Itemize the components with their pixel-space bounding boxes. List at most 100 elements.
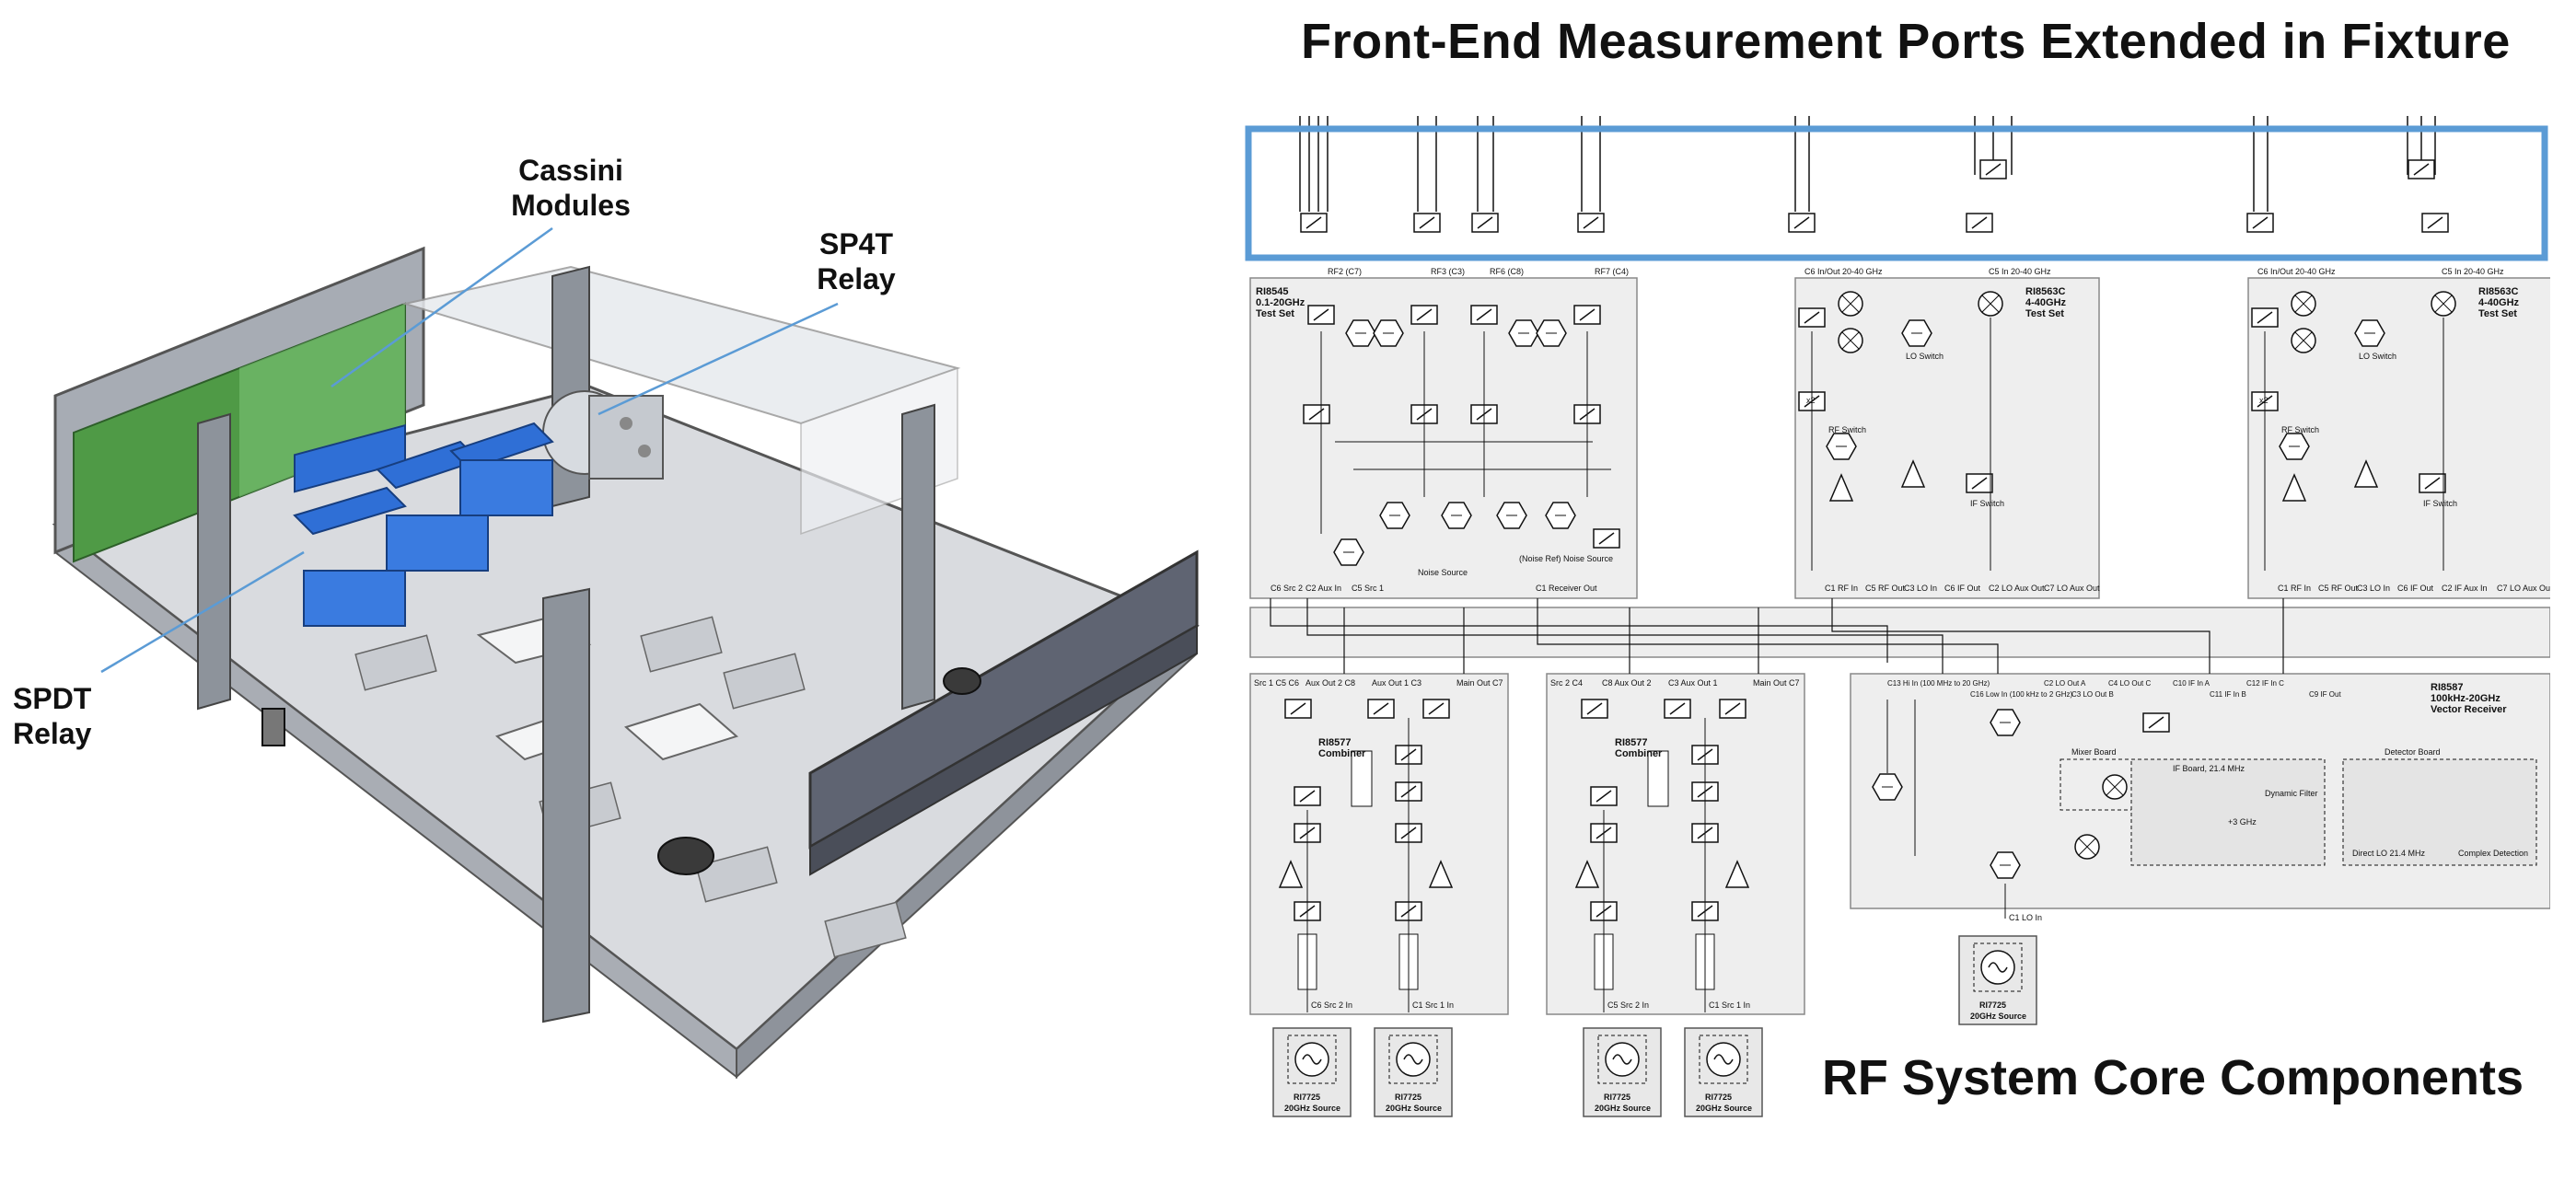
- ri8563c-a-bottom-label: C5 RF Out: [1865, 584, 1906, 593]
- ri8563c-b-bottom-label: C3 LO In: [2357, 584, 2390, 593]
- vector-receiver-misc: Complex Detection: [2458, 849, 2528, 858]
- ri8563c-b-port-label: C5 In 20-40 GHz: [2442, 267, 2504, 276]
- spdt-callout-line-1: SPDT: [13, 682, 92, 715]
- combiner-1-line: Combiner: [1318, 748, 1366, 759]
- ri8563c-a-bottom-label: C1 RF In: [1825, 584, 1858, 593]
- combiner-1-top-label: Aux Out 2 C8: [1305, 678, 1355, 688]
- block-rectangles: [1249, 277, 2550, 1015]
- ri8545-bottom-label: C5 Src 1: [1352, 584, 1384, 593]
- spdt-callout: SPDT Relay: [13, 681, 114, 751]
- source-2-line: 20GHz Source: [1386, 1104, 1442, 1113]
- ri8563c-b-internals: [2251, 291, 2456, 571]
- front-end-highlight-box: [1245, 125, 2548, 261]
- spdt-relay-models: [293, 422, 554, 627]
- vector-receiver-line-1: 100kHz-20GHz: [2431, 693, 2501, 704]
- vector-receiver-internals: [1872, 700, 2537, 919]
- ri8563c-a-bottom-label: C6 IF Out: [1944, 584, 1981, 593]
- vector-receiver-misc: +3 GHz: [2228, 817, 2257, 827]
- ri8563c-a-port-label: C5 In 20-40 GHz: [1989, 267, 2051, 276]
- combiner-1-top-label: Main Out C7: [1456, 678, 1503, 688]
- sp4t-callout-line-2: Relay: [817, 262, 896, 295]
- combiner-2-title: RI8577: [1615, 737, 1647, 748]
- vector-receiver-input: C4 LO Out C: [2108, 679, 2151, 688]
- ri8545-internals: [1303, 305, 1620, 566]
- vector-receiver-input: C9 IF Out: [2309, 690, 2341, 699]
- ri8563c-a-bottom-label: C7 LO Aux Out: [2044, 584, 2100, 593]
- ri8563c-a-internal: x2: [1806, 396, 1816, 405]
- ri8545-noise-label: (Noise Ref) Noise Source: [1519, 554, 1613, 563]
- combiner-1-title: RI8577: [1318, 737, 1351, 748]
- ri8563c-a-title: RI8563C: [2025, 286, 2065, 297]
- combiner-1-top-label: Src 1 C5 C6: [1254, 678, 1299, 688]
- ri8545-noise-label: Noise Source: [1418, 568, 1468, 577]
- vector-receiver-board: IF Board, 21.4 MHz: [2173, 764, 2245, 773]
- combiner-2-internals: [1575, 699, 1749, 1012]
- vector-receiver-misc: Dynamic Filter: [2265, 789, 2318, 798]
- combiner-2-top-label: C3 Aux Out 1: [1668, 678, 1718, 688]
- vector-receiver-input: C3 LO Out B: [2071, 690, 2114, 699]
- source-1-name: RI7725: [1294, 1093, 1320, 1102]
- ri8563c-b-bottom-label: C1 RF In: [2278, 584, 2311, 593]
- combiner-2-bottom-label: C5 Src 2 In: [1607, 1000, 1649, 1010]
- side-panel-front: [809, 624, 1198, 876]
- spdt-callout-line-2: Relay: [13, 717, 92, 750]
- ri8563c-b-bottom-label: C5 RF Out: [2318, 584, 2359, 593]
- vector-receiver-input: C12 IF In C: [2246, 679, 2284, 688]
- ri8563c-b-title: RI8563C: [2478, 286, 2518, 297]
- ri8563c-b-internal: LO Switch: [2359, 352, 2396, 361]
- source-1-line: 20GHz Source: [1284, 1104, 1340, 1113]
- bottom-title: RF System Core Components: [1821, 1050, 2524, 1105]
- feet: [261, 667, 981, 875]
- ri8563c-b-line-2: Test Set: [2478, 308, 2517, 319]
- combiner-1-internals: [1279, 699, 1453, 1012]
- combiner-2-top-label: C8 Aux Out 2: [1602, 678, 1652, 688]
- ri8545-port-label: RF6 (C8): [1490, 267, 1524, 276]
- combiner-1-bottom-label: C1 Src 1 In: [1412, 1000, 1454, 1010]
- source-5-name: RI7725: [1979, 1000, 2006, 1010]
- vector-receiver-board: Detector Board: [2385, 747, 2441, 757]
- combiner-1-top-label: Aux Out 1 C3: [1372, 678, 1421, 688]
- ri8563c-b-bottom-label: C2 IF Aux In: [2442, 584, 2488, 593]
- rf-block-diagram: RI8545 0.1-20GHz Test Set RF2 (C7) RF3 (…: [1245, 116, 2550, 1117]
- sp4t-callout-line-1: SP4T: [818, 227, 894, 260]
- cassini-callout: Cassini Modules: [488, 153, 654, 223]
- ri8545-port-label: RF7 (C4): [1595, 267, 1629, 276]
- vector-receiver-misc: Direct LO 21.4 MHz: [2352, 849, 2426, 858]
- vector-receiver-input: C16 Low In (100 kHz to 2 GHz): [1970, 690, 2072, 699]
- ri8545-line-1: 0.1-20GHz: [1256, 297, 1305, 308]
- ri8563c-a-internal: IF Switch: [1970, 499, 2004, 508]
- vector-receiver-input: C2 LO Out A: [2044, 679, 2086, 688]
- vector-receiver-input: C11 IF In B: [2210, 690, 2246, 699]
- ri8563c-a-internal: LO Switch: [1906, 352, 1944, 361]
- ri8563c-b-internal: RF Switch: [2281, 425, 2319, 434]
- ri8563c-b-internal: IF Switch: [2423, 499, 2457, 508]
- ri8563c-a-bottom-label: C2 LO Aux Out: [1989, 584, 2045, 593]
- callout-lines: [100, 226, 839, 674]
- ri8563c-a-port-label: C6 In/Out 20-40 GHz: [1804, 267, 1883, 276]
- sp4t-callout: SP4T Relay: [801, 226, 911, 296]
- source-2-name: RI7725: [1395, 1093, 1421, 1102]
- vector-receiver-line-2: Vector Receiver: [2431, 704, 2507, 715]
- source-5-line: 20GHz Source: [1970, 1012, 2026, 1021]
- ri8545-port-label: RF2 (C7): [1328, 267, 1362, 276]
- ri8563c-b-port-label: C6 In/Out 20-40 GHz: [2257, 267, 2336, 276]
- source-5-port: C1 LO In: [2009, 913, 2042, 922]
- cassini-callout-line-1: Cassini: [518, 154, 623, 187]
- ri8563c-b-bottom-label: C7 LO Aux Out: [2497, 584, 2550, 593]
- combiner-2-top-label: Src 2 C4: [1550, 678, 1583, 688]
- source-4-name: RI7725: [1705, 1093, 1732, 1102]
- ri8563c-b-line-1: 4-40GHz: [2478, 297, 2520, 308]
- combiner-2-bottom-label: C1 Src 1 In: [1709, 1000, 1750, 1010]
- top-title: Front-End Measurement Ports Extended in …: [1301, 14, 2511, 69]
- ri8563c-a-line-1: 4-40GHz: [2025, 297, 2067, 308]
- vector-receiver-board: Mixer Board: [2071, 747, 2117, 757]
- source-3-line: 20GHz Source: [1595, 1104, 1651, 1113]
- interconnect-wiring: [1270, 598, 2284, 674]
- ri8563c-a-internals: [1798, 291, 2003, 571]
- sp4t-relay-model: [542, 390, 664, 480]
- ri8545-line-2: Test Set: [1256, 308, 1294, 319]
- combiner-1-bottom-label: C6 Src 2 In: [1311, 1000, 1352, 1010]
- fixture-rendering: [52, 226, 1200, 1080]
- ri8545-bottom-label: C6 Src 2: [1271, 584, 1303, 593]
